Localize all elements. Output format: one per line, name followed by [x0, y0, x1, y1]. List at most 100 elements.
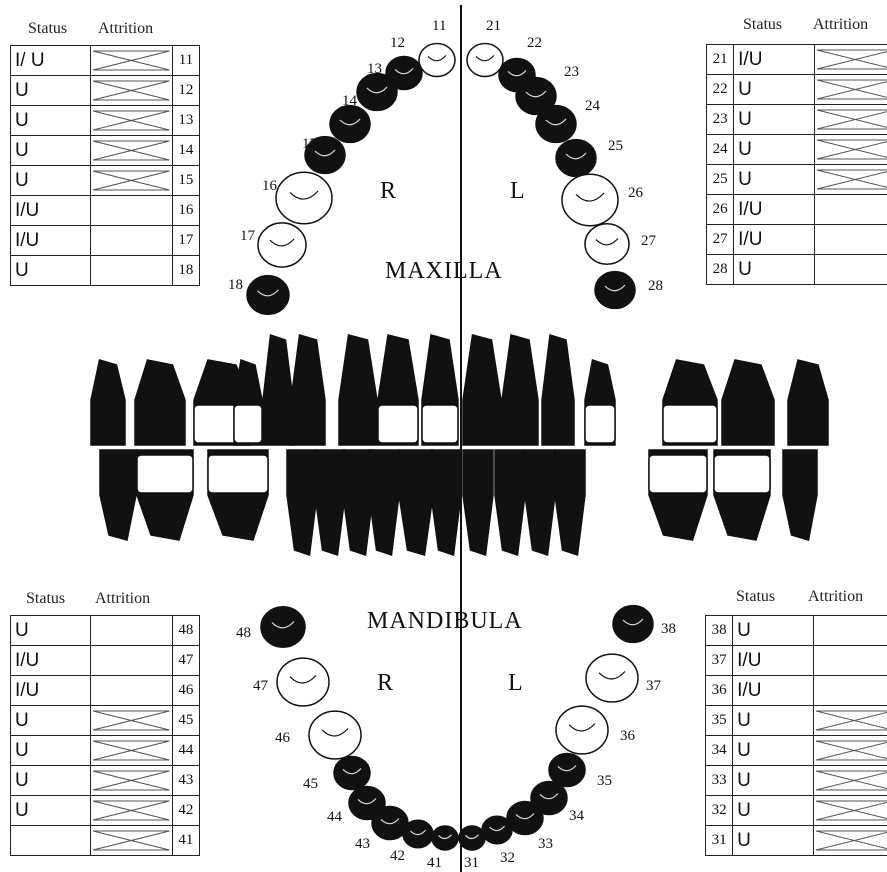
attrition-cell-empty	[91, 196, 172, 226]
attrition-cell-empty	[91, 616, 172, 646]
upper-tooth-28	[595, 272, 635, 309]
lower-tooth-label-35: 35	[597, 773, 612, 789]
maxilla-label: MAXILLA	[385, 258, 503, 285]
lower-tooth-label-46: 46	[275, 730, 291, 746]
status-header-ul: Status	[743, 16, 782, 34]
upper-tooth-label-28: 28	[648, 278, 663, 294]
upper-tooth-16	[276, 172, 332, 224]
upper-tooth-label-27: 27	[641, 233, 657, 249]
status-header-lr: Status	[26, 590, 65, 608]
attrition-cell-empty	[814, 225, 887, 255]
attrition-cell-marked	[91, 826, 172, 856]
upper-tooth-11	[419, 43, 455, 76]
status-cell: U	[734, 135, 814, 165]
table-row: I/U 46	[11, 676, 200, 706]
lower-tooth-label-41: 41	[427, 855, 442, 871]
upper-tooth-18	[247, 276, 289, 315]
status-cell: I/U	[11, 226, 91, 256]
upper-tooth-label-16: 16	[262, 178, 278, 194]
tooth-number-cell: 24	[707, 135, 734, 165]
tooth-number-cell: 41	[172, 826, 199, 856]
upper-tooth-26	[562, 174, 618, 226]
upper-tooth-14	[330, 106, 370, 143]
status-cell: U	[11, 766, 91, 796]
status-cell: U	[11, 706, 91, 736]
status-cell: U	[11, 736, 91, 766]
status-cell: U	[734, 165, 814, 195]
status-cell: I/U	[11, 196, 91, 226]
tooth-number-cell: 42	[172, 796, 199, 826]
lower-side-crown-white	[649, 455, 707, 493]
tooth-number-cell: 23	[707, 105, 734, 135]
status-cell: U	[11, 106, 91, 136]
status-cell: I/U	[734, 225, 814, 255]
tooth-number-cell: 12	[172, 76, 199, 106]
lower-tooth-label-34: 34	[569, 808, 585, 824]
status-cell: U	[11, 76, 91, 106]
tooth-number-cell: 45	[172, 706, 199, 736]
attrition-cell-marked	[91, 796, 172, 826]
attrition-cell-empty	[91, 646, 172, 676]
table-row: I/ U11	[11, 46, 200, 76]
status-cell	[11, 826, 91, 856]
upper-tooth-27	[585, 224, 629, 264]
upper-tooth-label-26: 26	[628, 185, 644, 201]
table-row: U13	[11, 106, 200, 136]
upper-tooth-label-12: 12	[390, 35, 405, 51]
attrition-cell-marked	[91, 166, 172, 196]
lower-left-side-label: L	[508, 670, 524, 697]
status-cell: U	[734, 255, 814, 285]
upper-tooth-25	[556, 140, 596, 177]
upper-tooth-label-17: 17	[240, 228, 256, 244]
attrition-header-ul: Attrition	[813, 16, 868, 34]
attrition-cell-marked	[91, 46, 172, 76]
status-cell: U	[733, 826, 813, 856]
upper-side-crown-white	[585, 405, 615, 443]
table-row: 38U	[706, 616, 887, 646]
status-cell: I/U	[733, 676, 813, 706]
status-cell: I/U	[11, 646, 91, 676]
status-cell: I/U	[11, 676, 91, 706]
upper-tooth-24	[536, 106, 576, 143]
table-row: 21I/U	[707, 45, 887, 75]
attrition-cell-empty	[91, 256, 172, 286]
status-cell: U	[11, 796, 91, 826]
upper-side-tooth	[722, 360, 774, 445]
attrition-cell-marked	[813, 706, 887, 736]
attrition-header-lr: Attrition	[95, 590, 150, 608]
tooth-number-cell: 46	[172, 676, 199, 706]
lower-tooth-label-42: 42	[390, 848, 405, 864]
lower-tooth-45	[334, 756, 370, 789]
lower-side-tooth	[287, 450, 317, 555]
upper-side-tooth	[339, 335, 377, 445]
status-cell: U	[733, 736, 813, 766]
attrition-cell-empty	[813, 616, 887, 646]
status-cell: U	[11, 616, 91, 646]
table-row: U44	[11, 736, 200, 766]
lower-tooth-46	[309, 711, 361, 759]
lower-side-crown-white	[137, 455, 193, 493]
tooth-number-cell: 17	[172, 226, 199, 256]
attrition-cell-marked	[814, 45, 887, 75]
lower-tooth-label-48: 48	[236, 625, 251, 641]
tooth-number-cell: 31	[706, 826, 733, 856]
status-cell: I/ U	[11, 46, 91, 76]
lower-side-crown-white	[208, 455, 268, 493]
upper-tooth-label-21: 21	[486, 18, 501, 34]
upper-tooth-label-25: 25	[608, 138, 623, 154]
status-cell: U	[733, 706, 813, 736]
upper-side-tooth	[463, 335, 501, 445]
upper-tooth-17	[258, 223, 306, 267]
lower-tooth-label-47: 47	[253, 678, 269, 694]
lower-side-tooth	[315, 450, 345, 555]
attrition-cell-marked	[814, 165, 887, 195]
attrition-cell-marked	[814, 135, 887, 165]
tooth-number-cell: 26	[707, 195, 734, 225]
attrition-cell-marked	[91, 706, 172, 736]
table-row: 36I/U	[706, 676, 887, 706]
